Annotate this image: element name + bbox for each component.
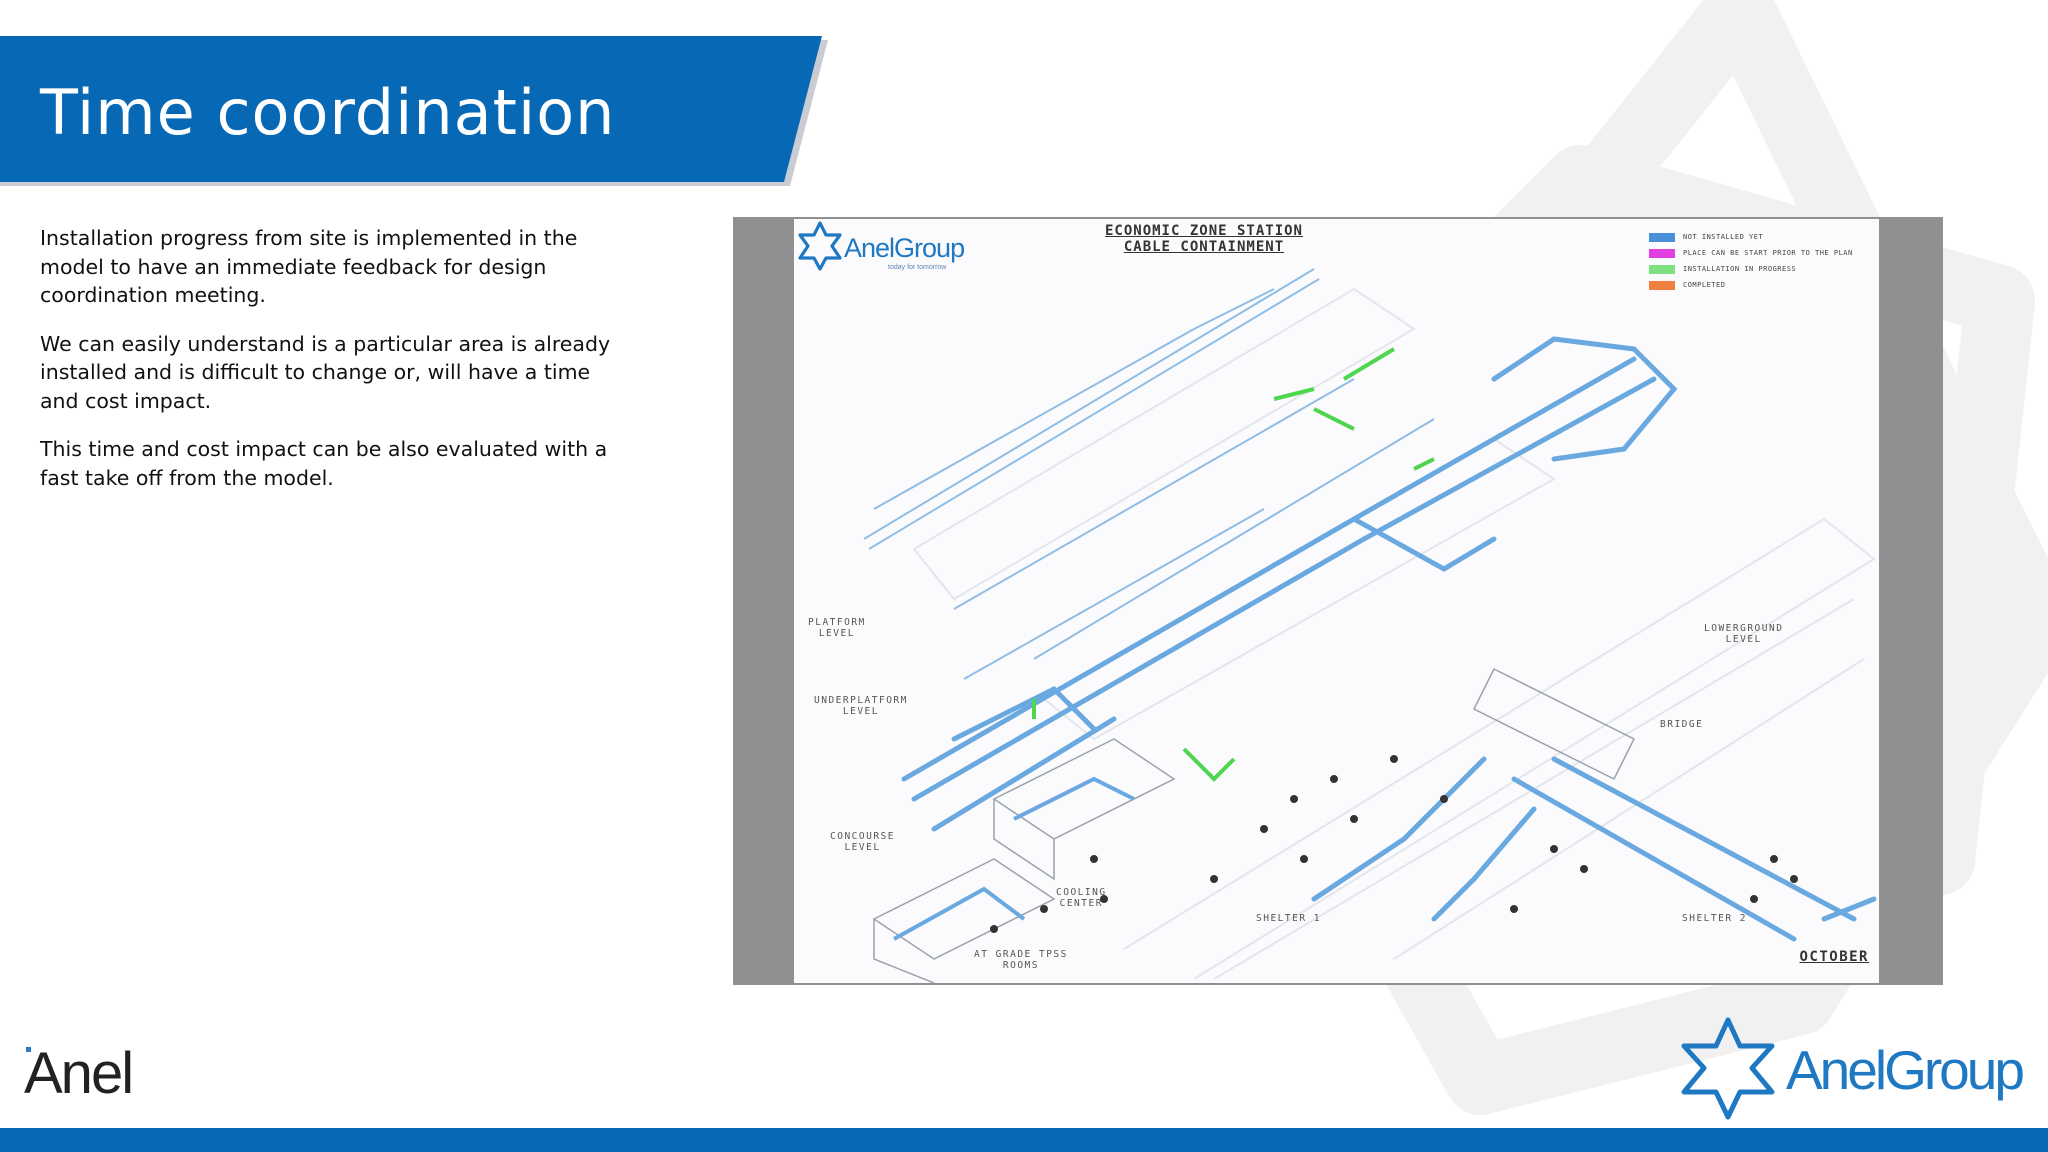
shelter-1-label: SHELTER 1 (1256, 913, 1321, 924)
drawing-legend: NOT INSTALLED YET PLACE CAN BE START PRI… (1649, 229, 1853, 293)
legend-label: INSTALLATION IN PROGRESS (1683, 265, 1797, 273)
drawing-title-line-1: ECONOMIC ZONE STATION (1104, 223, 1303, 239)
drawing-logo: AnelGroup today for tomorrow (798, 221, 968, 281)
paragraph-3: This time and cost impact can be also ev… (40, 437, 608, 490)
star-logo-icon (798, 221, 842, 271)
anelgroup-logo: AnelGroup (1678, 1016, 2028, 1121)
anelgroup-logo-text: AnelGroup (1786, 1039, 2025, 1101)
lowerground-level-label: LOWERGROUND LEVEL (1704, 623, 1784, 645)
legend-item: COMPLETED (1649, 277, 1853, 293)
concourse-level-label: CONCOURSE LEVEL (830, 831, 895, 853)
paragraph-2: We can easily understand is a particular… (40, 331, 611, 413)
drawing-title-line-2: CABLE CONTAINMENT (1123, 239, 1285, 255)
drawing-logo-text: AnelGroup (844, 233, 965, 263)
drawing-month: OCTOBER (1799, 949, 1869, 965)
legend-label: COMPLETED (1683, 281, 1726, 289)
isometric-model-illustration (863, 268, 1877, 983)
legend-item: PLACE CAN BE START PRIOR TO THE PLAN (1649, 245, 1853, 261)
drawing-title: ECONOMIC ZONE STATION CABLE CONTAINMENT (1094, 223, 1314, 255)
legend-label: PLACE CAN BE START PRIOR TO THE PLAN (1683, 249, 1853, 257)
tpss-rooms-label: AT GRADE TPSS ROOMS (974, 949, 1068, 971)
legend-item: NOT INSTALLED YET (1649, 229, 1853, 245)
title-banner (0, 36, 822, 182)
legend-swatch (1649, 264, 1675, 274)
shelter-2-label: SHELTER 2 (1682, 913, 1747, 924)
cooling-center-label: COOLING CENTER (1056, 887, 1107, 909)
underplatform-level-label: UNDERPLATFORM LEVEL (814, 695, 908, 717)
cable-containment-drawing: AnelGroup today for tomorrow ECONOMIC ZO… (733, 217, 1943, 985)
paragraph-1: Installation progress from site is imple… (40, 226, 578, 307)
anel-logo-dot (26, 1047, 31, 1052)
bottom-bar (0, 1128, 2048, 1152)
bridge-label: BRIDGE (1660, 719, 1704, 730)
anel-logo: Anel (24, 1041, 134, 1106)
anelgroup-star-icon (1681, 1017, 1775, 1120)
legend-label: NOT INSTALLED YET (1683, 233, 1764, 241)
legend-swatch (1649, 232, 1675, 242)
legend-swatch (1649, 248, 1675, 258)
slide-title: Time coordination (40, 76, 616, 149)
body-text: Installation progress from site is imple… (40, 224, 620, 512)
legend-item: INSTALLATION IN PROGRESS (1649, 261, 1853, 277)
drawing-logo-tagline: today for tomorrow (888, 264, 947, 271)
platform-level-label: PLATFORM LEVEL (808, 617, 866, 639)
legend-swatch (1649, 280, 1675, 290)
drawing-sheet: AnelGroup today for tomorrow ECONOMIC ZO… (794, 219, 1879, 983)
